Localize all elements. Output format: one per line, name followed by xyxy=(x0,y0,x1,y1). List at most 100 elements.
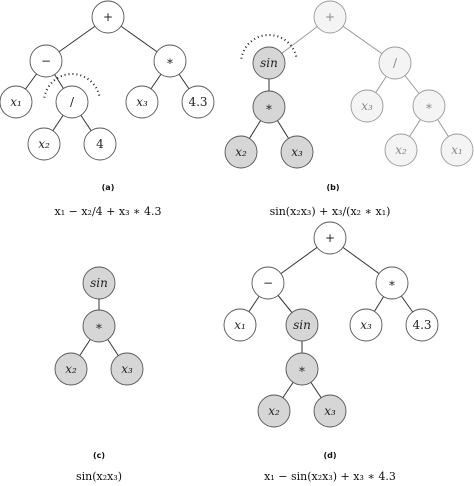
tree-node: sin xyxy=(82,266,116,300)
node-label: x₃ xyxy=(361,99,373,113)
panel-formula: x₁ − x₂/4 + x₃ ∗ 4.3 xyxy=(55,205,162,218)
tree-node: / xyxy=(378,46,412,80)
node-label: sin xyxy=(293,318,311,332)
node-circle xyxy=(153,44,187,78)
node-circle xyxy=(27,127,61,161)
tree-node: x₃ xyxy=(280,135,314,169)
tree-node: sin xyxy=(252,46,286,80)
tree-node: x₂ xyxy=(257,394,291,428)
tree-node: ∗ xyxy=(252,90,286,124)
node-label: x₂ xyxy=(268,404,280,418)
node-label: − xyxy=(263,276,273,290)
node-label: x₂ xyxy=(38,137,50,151)
node-circle xyxy=(54,352,88,386)
panel-caption: (c) xyxy=(93,451,105,460)
node-label: ∗ xyxy=(425,99,433,113)
tree-node: x₂ xyxy=(27,127,61,161)
node-circle xyxy=(257,394,291,428)
node-circle xyxy=(378,46,412,80)
tree-node: + xyxy=(313,0,347,34)
node-circle xyxy=(0,85,33,119)
node-label: + xyxy=(325,10,335,24)
node-label: / xyxy=(393,56,398,70)
node-label: x₃ xyxy=(121,362,133,376)
node-circle xyxy=(285,308,319,342)
node-circle xyxy=(252,46,286,80)
tree-node: + xyxy=(91,0,125,34)
node-label: / xyxy=(70,95,75,109)
tree-node: 4.3 xyxy=(181,85,215,119)
node-label: ∗ xyxy=(298,362,306,376)
node-label: ∗ xyxy=(166,54,174,68)
crossover-point-marker xyxy=(240,34,298,59)
tree-node: sin xyxy=(285,308,319,342)
node-label: x₂ xyxy=(395,143,407,157)
node-label: ∗ xyxy=(388,276,396,290)
panel-caption: (d) xyxy=(323,451,336,460)
node-circle xyxy=(384,133,418,167)
node-circle xyxy=(55,85,89,119)
tree-node: x₃ xyxy=(350,89,384,123)
tree-node: ∗ xyxy=(153,44,187,78)
node-label: + xyxy=(103,10,113,24)
node-circle xyxy=(110,352,144,386)
node-label: x₁ xyxy=(234,318,246,332)
node-circle xyxy=(181,85,215,119)
node-circle xyxy=(349,308,383,342)
node-circle xyxy=(223,308,257,342)
tree-node: x₂ xyxy=(384,133,418,167)
tree-node: x₁ xyxy=(0,85,33,119)
tree-node: ∗ xyxy=(412,89,446,123)
panel-formula: sin(x₂x₃) xyxy=(76,470,122,483)
node-circle xyxy=(280,135,314,169)
tree-node: 4.3 xyxy=(405,308,439,342)
node-circle xyxy=(82,309,116,343)
node-circle xyxy=(125,85,159,119)
node-label: x₁ xyxy=(451,143,463,157)
node-circle xyxy=(313,394,347,428)
tree-node: x₂ xyxy=(54,352,88,386)
tree-node: / xyxy=(55,85,89,119)
node-label: 4.3 xyxy=(188,95,207,109)
node-circle xyxy=(375,266,409,300)
tree-node: ∗ xyxy=(375,266,409,300)
panel-caption: (a) xyxy=(102,183,115,192)
node-circle xyxy=(82,266,116,300)
tree-node: + xyxy=(313,221,347,255)
tree-node: 4 xyxy=(83,127,117,161)
tree-node: x₃ xyxy=(110,352,144,386)
node-circle xyxy=(350,89,384,123)
panel-c: sin ∗ x₂ x₃ (c) sin(x₂x₃) xyxy=(54,266,144,483)
panel-formula: x₁ − sin(x₂x₃) + x₃ ∗ 4.3 xyxy=(264,470,396,483)
tree-node: ∗ xyxy=(82,309,116,343)
panel-formula: sin(x₂x₃) + x₃/(x₂ ∗ x₁) xyxy=(270,205,391,218)
node-circle xyxy=(91,0,125,34)
node-label: + xyxy=(325,231,335,245)
node-circle xyxy=(29,44,63,78)
crossover-point-marker xyxy=(43,73,101,98)
node-circle xyxy=(405,308,439,342)
node-circle xyxy=(285,352,319,386)
node-label: sin xyxy=(90,276,108,290)
panel-d: + − ∗ x₁ sin x₃ 4.3 ∗ x₂ x₃ (d) x₁ − sin(x₂x₃) + x₃… xyxy=(223,221,439,483)
tree-node: x₃ xyxy=(349,308,383,342)
node-label: x₂ xyxy=(235,145,247,159)
tree-node: ∗ xyxy=(285,352,319,386)
tree-node: − xyxy=(29,44,63,78)
node-label: 4 xyxy=(96,137,104,151)
node-label: x₃ xyxy=(360,318,372,332)
tree-node: x₁ xyxy=(440,133,474,167)
node-circle xyxy=(83,127,117,161)
node-label: ∗ xyxy=(95,319,103,333)
node-label: x₃ xyxy=(324,404,336,418)
tree-node: x₂ xyxy=(224,135,258,169)
node-circle xyxy=(412,89,446,123)
tree-node: − xyxy=(251,266,285,300)
node-label: 4.3 xyxy=(412,318,431,332)
node-circle xyxy=(313,0,347,34)
node-circle xyxy=(224,135,258,169)
node-circle xyxy=(313,221,347,255)
